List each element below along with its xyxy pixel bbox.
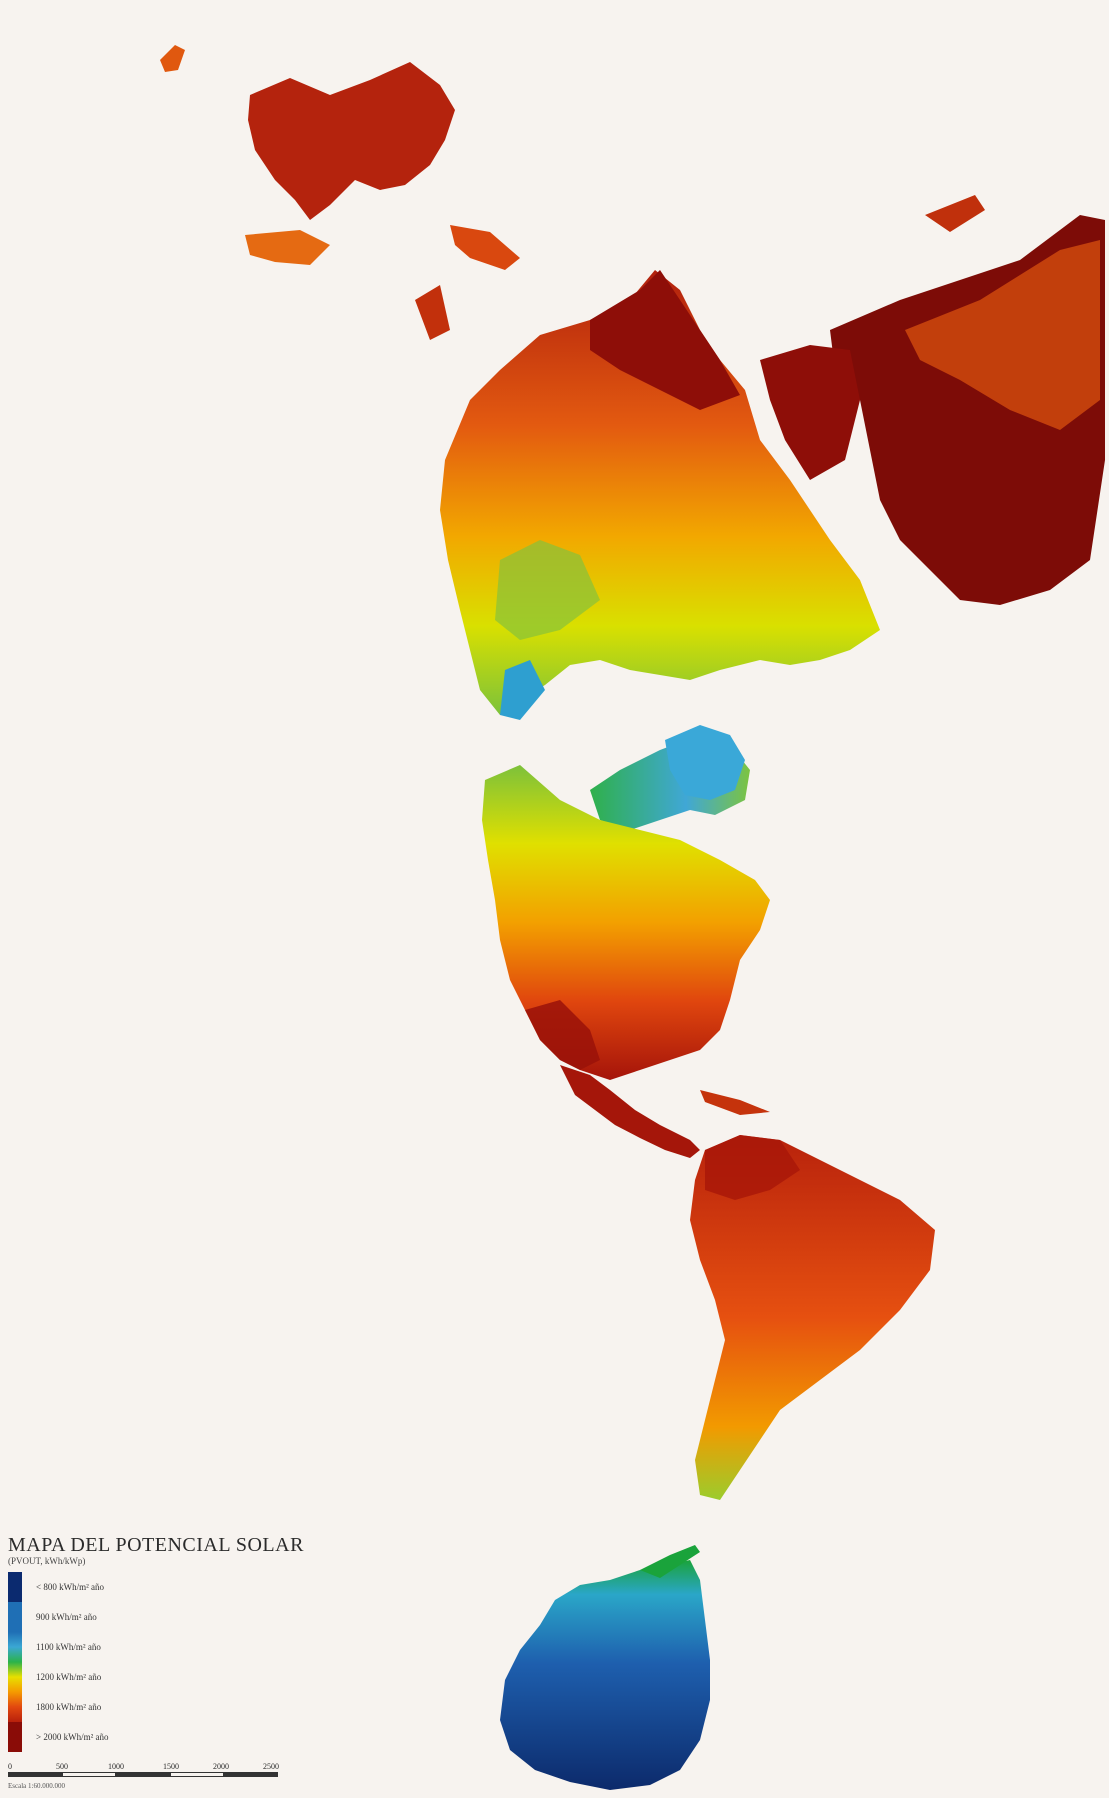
legend-item: 1800 kWh/m² año — [8, 1692, 308, 1722]
scale-tick: 1000 — [108, 1762, 124, 1771]
legend-item: > 2000 kWh/m² año — [8, 1722, 308, 1752]
asia-blue-coast — [500, 660, 545, 720]
legend-label: 900 kWh/m² año — [36, 1612, 97, 1622]
legend-label: 1100 kWh/m² año — [36, 1642, 101, 1652]
island-new-guinea — [248, 62, 455, 220]
asia-dark-north — [590, 270, 740, 410]
scale-tick: 2000 — [213, 1762, 229, 1771]
island-chain-3 — [415, 285, 450, 340]
scale-bar: 0 500 1000 1500 2000 2500 Escala 1:60.00… — [8, 1762, 308, 1792]
scale-tick: 0 — [8, 1762, 12, 1771]
scale-note: Escala 1:60.000.000 — [8, 1782, 65, 1790]
legend-label: 1800 kWh/m² año — [36, 1702, 102, 1712]
legend-item: 1100 kWh/m² año — [8, 1632, 308, 1662]
legend-item: 900 kWh/m² año — [8, 1602, 308, 1632]
island-nz — [925, 195, 985, 232]
antarctica-peninsula — [640, 1545, 700, 1578]
scale-tick: 1500 — [163, 1762, 179, 1771]
legend-swatch — [8, 1692, 22, 1722]
island-chain-2 — [450, 225, 520, 270]
island-small-1 — [160, 45, 185, 72]
legend-classes: < 800 kWh/m² año 900 kWh/m² año 1100 kWh… — [8, 1572, 308, 1752]
scale-tick: 2500 — [263, 1762, 279, 1771]
legend-swatch — [8, 1632, 22, 1662]
legend-item: 1200 kWh/m² año — [8, 1662, 308, 1692]
map-subtitle: (PVOUT, kWh/kWp) — [8, 1556, 86, 1566]
arctic-blue — [665, 725, 745, 800]
australia-highlight — [905, 240, 1100, 430]
map-legend: MAPA DEL POTENCIAL SOLAR (PVOUT, kWh/kWp… — [8, 1534, 308, 1792]
landmass-south-america — [690, 1135, 935, 1500]
island-caribbean — [700, 1090, 770, 1115]
landmass-australia-west — [760, 345, 860, 480]
na-dark-southwest — [525, 1000, 600, 1070]
legend-label: < 800 kWh/m² año — [36, 1582, 105, 1592]
legend-swatch — [8, 1722, 22, 1752]
legend-label: 1200 kWh/m² año — [36, 1672, 102, 1682]
map-title: MAPA DEL POTENCIAL SOLAR — [8, 1534, 304, 1556]
legend-item: < 800 kWh/m² año — [8, 1572, 308, 1602]
legend-label: > 2000 kWh/m² año — [36, 1732, 109, 1742]
scale-bar-segments — [8, 1772, 278, 1777]
legend-swatch — [8, 1572, 22, 1602]
asia-green-band — [495, 540, 600, 640]
sa-dark-north — [705, 1135, 800, 1200]
legend-swatch — [8, 1602, 22, 1632]
landmass-north-america — [482, 765, 770, 1080]
legend-swatch — [8, 1662, 22, 1692]
landmass-antarctica — [500, 1560, 710, 1790]
scale-tick: 500 — [56, 1762, 68, 1771]
island-chain-1 — [245, 230, 330, 265]
landmass-central-america — [560, 1065, 700, 1158]
